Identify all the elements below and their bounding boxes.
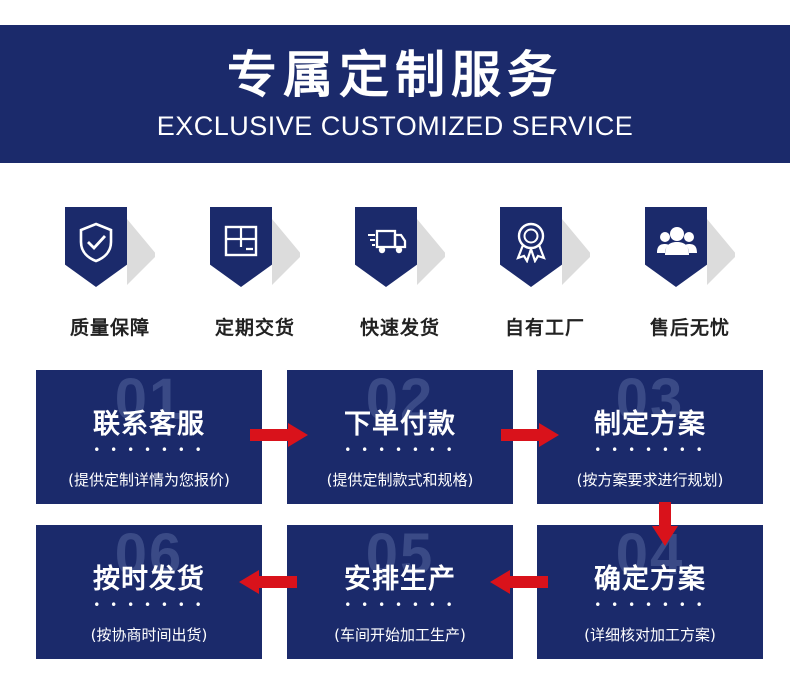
- step-dots: • • • • • • •: [93, 443, 205, 457]
- step-description: (提供定制详情为您报价): [68, 471, 230, 489]
- step-description: (提供定制款式和规格): [326, 471, 474, 489]
- step-number: 05: [365, 525, 435, 587]
- arrow-right-icon: [501, 423, 559, 447]
- process-step-06: 06 按时发货 • • • • • • • (按协商时间出货): [36, 525, 262, 659]
- award-ribbon-icon: [516, 222, 546, 263]
- feature-schedule: 定期交货: [180, 207, 300, 339]
- feature-label: 质量保障: [69, 317, 150, 339]
- step-title: 按时发货: [93, 564, 205, 595]
- feature-label: 自有工厂: [504, 317, 585, 339]
- feature-label: 快速发货: [359, 317, 440, 339]
- feature-fast-shipping: 快速发货: [325, 207, 445, 339]
- arrow-right-icon: [250, 423, 308, 447]
- step-dots: • • • • • • •: [594, 443, 706, 457]
- process-step-01: 01 联系客服 • • • • • • • (提供定制详情为您报价): [36, 370, 262, 504]
- feature-label: 定期交货: [214, 317, 295, 339]
- process-step-02: 02 下单付款 • • • • • • • (提供定制款式和规格): [287, 370, 513, 504]
- process-step-05: 05 安排生产 • • • • • • • (车间开始加工生产): [287, 525, 513, 659]
- step-dots: • • • • • • •: [344, 443, 456, 457]
- step-description: (按协商时间出货): [90, 626, 208, 644]
- users-icon: [657, 227, 697, 255]
- shield-check-icon: [79, 222, 113, 263]
- step-dots: • • • • • • •: [594, 598, 706, 612]
- step-dots: • • • • • • •: [93, 598, 205, 612]
- feature-label: 售后无忧: [649, 317, 730, 339]
- step-title: 制定方案: [594, 409, 706, 440]
- page-title: 专属定制服务: [227, 46, 563, 104]
- step-title: 安排生产: [344, 564, 456, 595]
- step-title: 联系客服: [93, 409, 205, 440]
- box-icon: [224, 225, 258, 257]
- step-description: (详细核对加工方案): [584, 626, 716, 644]
- step-description: (车间开始加工生产): [334, 626, 466, 644]
- delivery-truck-icon: [368, 229, 407, 254]
- process-step-04: 04 确定方案 • • • • • • • (详细核对加工方案): [537, 525, 763, 659]
- step-description: (按方案要求进行规划): [576, 471, 724, 489]
- step-title: 确定方案: [594, 564, 706, 595]
- feature-quality: 质量保障: [35, 207, 155, 339]
- step-number: 02: [365, 370, 435, 432]
- process-step-03: 03 制定方案 • • • • • • • (按方案要求进行规划): [537, 370, 763, 504]
- feature-after-sales: 售后无忧: [615, 207, 735, 339]
- step-title: 下单付款: [344, 409, 456, 440]
- arrow-left-icon: [490, 570, 548, 594]
- step-number: 06: [114, 525, 184, 587]
- page-subtitle: EXCLUSIVE CUSTOMIZED SERVICE: [156, 111, 634, 141]
- step-number: 03: [615, 370, 685, 432]
- feature-own-factory: 自有工厂: [470, 207, 590, 339]
- arrow-left-icon: [239, 570, 297, 594]
- arrow-down-icon: [652, 502, 678, 546]
- step-number: 01: [114, 370, 184, 432]
- step-dots: • • • • • • •: [344, 598, 456, 612]
- header-banner: 专属定制服务 EXCLUSIVE CUSTOMIZED SERVICE: [0, 25, 790, 163]
